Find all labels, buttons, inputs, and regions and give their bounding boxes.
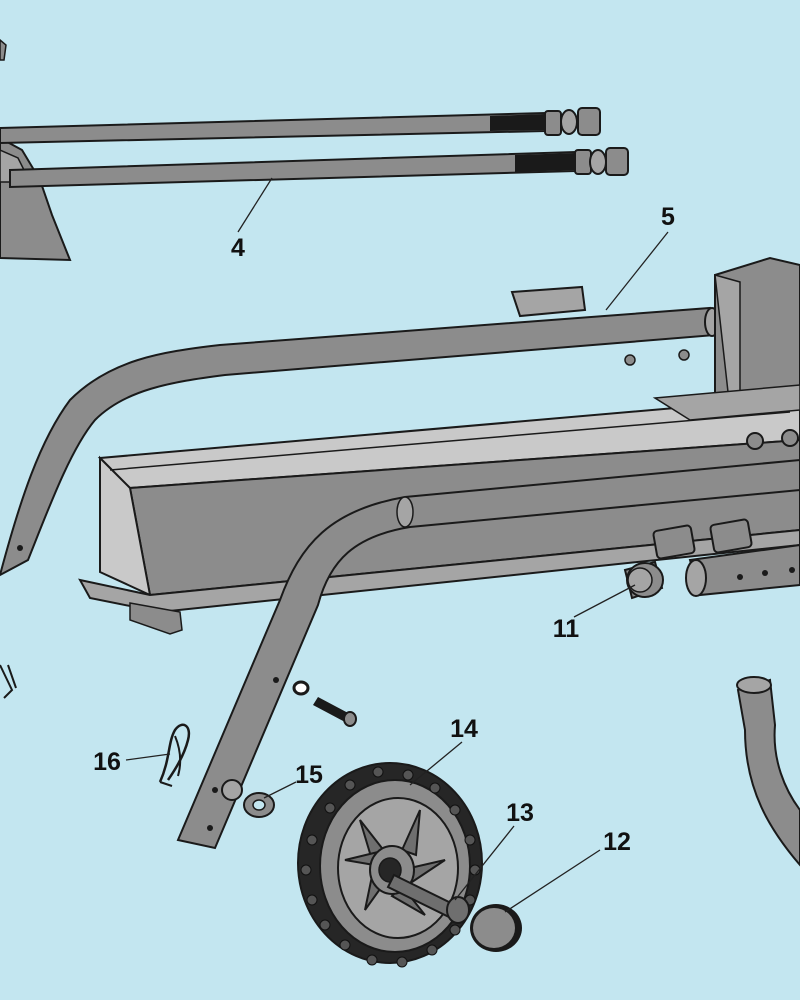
splitting-wedge xyxy=(652,256,800,421)
leader-5 xyxy=(605,231,669,311)
part-4-threaded-rods xyxy=(0,107,629,189)
leader-14 xyxy=(409,741,463,786)
label-part-11: 11 xyxy=(553,615,580,643)
label-part-13: 13 xyxy=(506,799,534,827)
part-15-washer xyxy=(243,792,275,818)
label-part-12: 12 xyxy=(603,828,631,856)
rear-leg-tube xyxy=(736,676,800,867)
part-labels: 4 5 11 12 13 14 15 16 xyxy=(93,203,675,856)
label-part-4: 4 xyxy=(231,234,245,262)
part-12-hub-cap xyxy=(470,904,522,952)
front-leg-tube xyxy=(176,458,800,850)
part-13-axle-pin xyxy=(386,873,470,924)
part-5-handle-frame xyxy=(0,285,720,577)
cylinder-mounts xyxy=(652,518,800,597)
leader-15 xyxy=(263,781,297,799)
part-11-end-cap xyxy=(623,560,664,600)
label-part-15: 15 xyxy=(295,761,323,789)
part-14-wheel xyxy=(297,762,483,968)
label-part-16: 16 xyxy=(93,748,121,776)
leader-12 xyxy=(504,849,601,913)
part-16-hairpin-clip xyxy=(158,723,191,787)
wedge-bracket xyxy=(0,39,72,262)
leader-16 xyxy=(125,753,171,761)
leader-13 xyxy=(454,825,515,901)
label-part-5: 5 xyxy=(661,203,675,231)
leader-11 xyxy=(573,584,636,618)
edge-clip-fragment xyxy=(0,664,17,699)
leg-bolt xyxy=(292,680,357,727)
label-part-14: 14 xyxy=(450,715,478,743)
leader-lines xyxy=(125,177,669,913)
leader-4 xyxy=(237,177,273,233)
